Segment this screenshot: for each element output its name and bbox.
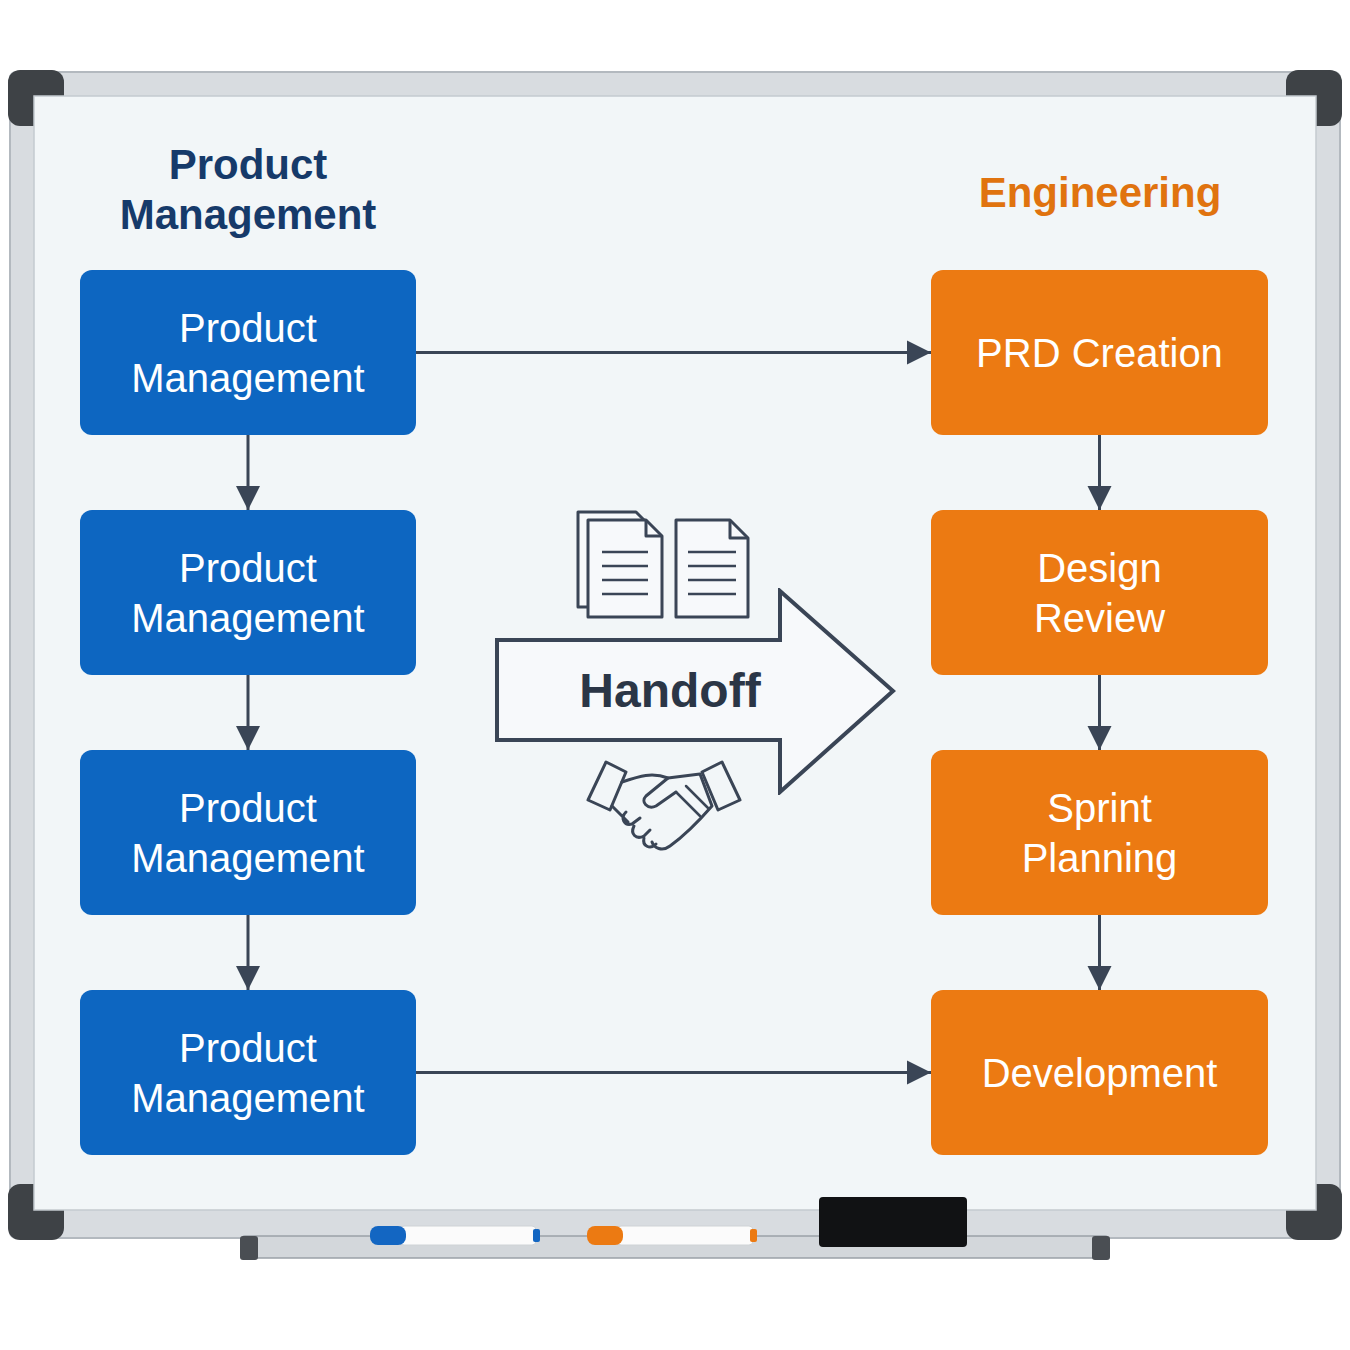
- document-page: [676, 520, 748, 617]
- page-fold: [646, 520, 662, 536]
- arrow-shape: [497, 591, 893, 792]
- board-surface: [34, 96, 1316, 1210]
- box-label: Product Management: [118, 1023, 378, 1123]
- process-box: Development: [931, 990, 1268, 1155]
- marker-body: [400, 1226, 536, 1245]
- box-label: Design Review: [969, 543, 1230, 643]
- flow-arrow: [1098, 915, 1101, 990]
- marker-cap: [587, 1226, 623, 1245]
- eraser: [819, 1197, 967, 1247]
- flow-arrow: [416, 351, 931, 354]
- marker-end: [750, 1229, 757, 1242]
- process-box: PRD Creation: [931, 270, 1268, 435]
- box-label: Product Management: [118, 303, 378, 403]
- marker-cap: [370, 1226, 406, 1245]
- flow-arrow: [1098, 435, 1101, 510]
- box-label: Product Management: [118, 783, 378, 883]
- flow-arrow: [416, 1071, 931, 1074]
- thumb: [644, 778, 676, 807]
- cuff: [588, 762, 626, 810]
- box-label: Sprint Planning: [969, 783, 1230, 883]
- text-lines: [688, 552, 736, 594]
- handoff-arrow: Handoff: [495, 588, 897, 795]
- page-fold: [730, 520, 748, 538]
- process-box: Product Management: [80, 510, 416, 675]
- column-heading: Engineering: [920, 168, 1280, 218]
- column-heading: Product Management: [88, 140, 408, 240]
- tray-end: [240, 1236, 258, 1260]
- process-box: Product Management: [80, 990, 416, 1155]
- process-box: Product Management: [80, 750, 416, 915]
- flow-arrow: [1098, 675, 1101, 750]
- process-box: Design Review: [931, 510, 1268, 675]
- process-box: Sprint Planning: [931, 750, 1268, 915]
- tray-end: [1092, 1236, 1110, 1260]
- document-page: [588, 520, 662, 617]
- document-icon: [578, 512, 748, 617]
- flow-arrow: [247, 915, 250, 990]
- box-label: PRD Creation: [976, 328, 1223, 378]
- text-holder: Handoff: [495, 640, 845, 740]
- arrow-label: Handoff: [579, 663, 760, 718]
- marker-end: [533, 1229, 540, 1242]
- marker-body: [617, 1226, 753, 1245]
- box-label: Development: [982, 1048, 1218, 1098]
- cuff: [702, 762, 740, 810]
- fingers: [612, 806, 656, 847]
- text-lines: [602, 552, 648, 594]
- flow-arrow: [247, 435, 250, 510]
- box-label: Product Management: [118, 543, 378, 643]
- fingers: [676, 786, 708, 816]
- process-box: Product Management: [80, 270, 416, 435]
- flow-arrow: [247, 675, 250, 750]
- board-frame: [10, 72, 1340, 1238]
- handshake-icon: [588, 762, 740, 849]
